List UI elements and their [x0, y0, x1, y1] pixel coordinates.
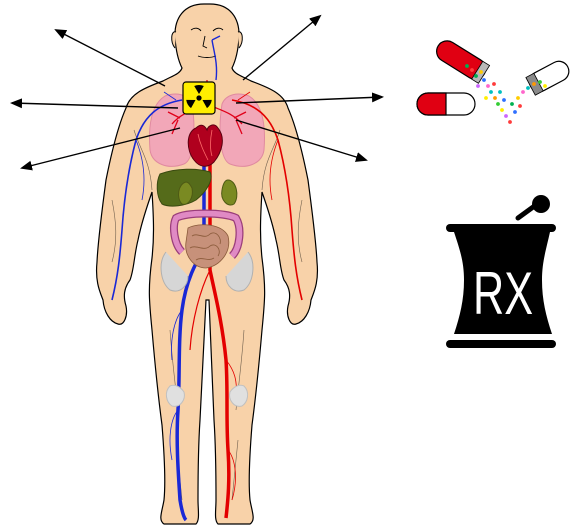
- right-lung: [220, 94, 264, 166]
- capsule-open-red: [433, 37, 490, 83]
- capsule-closed: [417, 93, 475, 115]
- radiation-badge: [183, 82, 215, 114]
- arrow-upper-right: [243, 16, 320, 80]
- capsule-open-grey: [526, 58, 570, 95]
- mortar-base: [446, 340, 556, 348]
- mortar-rim: [446, 224, 556, 232]
- pestle: [518, 195, 550, 218]
- kidney-right: [222, 180, 237, 205]
- arrow-upper-left: [56, 30, 165, 86]
- rx-label: RX: [473, 260, 533, 327]
- pills-group: [417, 37, 570, 124]
- rx-mortar-symbol: RX: [446, 195, 556, 348]
